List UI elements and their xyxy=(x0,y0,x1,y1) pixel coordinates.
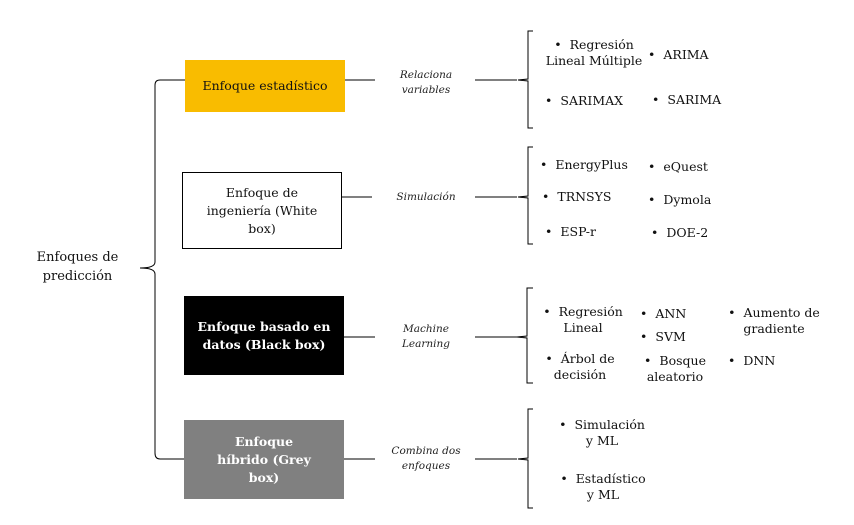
item-text: Regresión Lineal xyxy=(558,304,623,335)
list-item: •ARIMA xyxy=(648,47,709,62)
connector-label-data: Machine Learning xyxy=(371,322,481,352)
brace-engineering xyxy=(517,146,533,245)
connector-text-hybrid: Combina dos enfoques xyxy=(391,445,461,472)
list-item: •Estadístico y ML xyxy=(560,471,646,502)
list-item: •DNN xyxy=(728,353,776,368)
item-text: Dymola xyxy=(663,192,712,207)
list-item: •ANN xyxy=(640,306,687,321)
connector-text-data: Machine Learning xyxy=(401,323,451,350)
item-text: DNN xyxy=(743,353,776,368)
item-text: EnergyPlus xyxy=(555,157,628,172)
item-text: SARIMA xyxy=(667,92,722,107)
item-text: eQuest xyxy=(663,159,708,174)
list-item: •Árbol de decisión xyxy=(545,351,615,382)
item-text: SVM xyxy=(655,329,686,344)
item-text: ESP-r xyxy=(560,224,596,239)
data-approach-box: Enfoque basado en datos (Black box) xyxy=(184,296,344,375)
statistical-approach-box: Enfoque estadístico xyxy=(185,60,345,112)
engineering-approach-box: Enfoque de ingeniería (White box) xyxy=(182,172,342,249)
item-text: ARIMA xyxy=(663,47,709,62)
brace-statistical xyxy=(517,30,533,129)
item-text: TRNSYS xyxy=(557,189,612,204)
item-text: ANN xyxy=(655,306,687,321)
list-item: •SARIMA xyxy=(652,92,722,107)
item-text: SARIMAX xyxy=(560,93,624,108)
brace-hybrid xyxy=(517,408,533,509)
item-text: Aumento de gradiente xyxy=(743,305,820,336)
list-item: •ESP-r xyxy=(545,224,596,239)
item-text: DOE-2 xyxy=(666,225,709,240)
engineering-approach-label: Enfoque de ingeniería (White box) xyxy=(206,184,318,236)
list-item: •EnergyPlus xyxy=(540,157,628,172)
root-label: Enfoques de predicción xyxy=(36,250,119,284)
connector-label-hybrid: Combina dos enfoques xyxy=(371,444,481,474)
hybrid-approach-box: Enfoque híbrido (Grey box) xyxy=(184,420,344,499)
item-text: Árbol de decisión xyxy=(553,351,615,382)
list-item: •Regresión Lineal xyxy=(543,304,623,335)
item-text: Estadístico y ML xyxy=(575,471,646,502)
connector-label-statistical: Relaciona variables xyxy=(371,68,481,98)
list-item: •Dymola xyxy=(648,192,712,207)
item-text: Simulación y ML xyxy=(574,417,645,448)
item-text: Regresión Lineal Múltiple xyxy=(545,37,643,68)
root-brace xyxy=(139,79,185,460)
list-item: •Simulación y ML xyxy=(559,417,645,448)
list-item: •Aumento de gradiente xyxy=(728,305,820,336)
brace-data xyxy=(516,287,533,384)
list-item: •Regresión Lineal Múltiple xyxy=(545,37,643,68)
connector-label-engineering: Simulación xyxy=(396,191,456,203)
list-item: •eQuest xyxy=(648,159,708,174)
list-item: •TRNSYS xyxy=(542,189,612,204)
list-item: •SVM xyxy=(640,329,686,344)
list-item: •SARIMAX xyxy=(545,93,624,108)
hybrid-approach-label: Enfoque híbrido (Grey box) xyxy=(217,433,311,485)
item-text: Bosque aleatorio xyxy=(646,353,706,384)
list-item: •DOE-2 xyxy=(651,225,709,240)
data-approach-label: Enfoque basado en datos (Black box) xyxy=(197,318,331,352)
list-item: •Bosque aleatorio xyxy=(644,353,706,384)
connector-text-statistical: Relaciona variables xyxy=(399,69,453,96)
